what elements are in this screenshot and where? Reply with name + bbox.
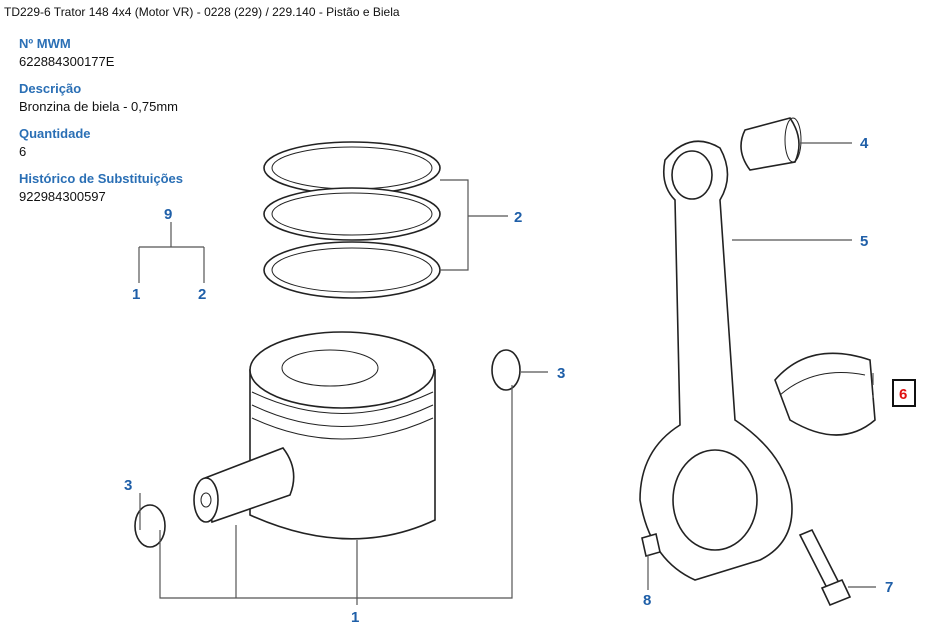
callout-2[interactable]: 2 [514, 209, 522, 226]
callout-8[interactable]: 8 [643, 592, 651, 609]
connecting-rod [639, 140, 793, 581]
description-label: Descrição [19, 81, 82, 96]
replacement-history-value: 922984300597 [19, 189, 106, 204]
small-end-bushing [740, 117, 802, 171]
callout-3-left[interactable]: 3 [124, 477, 132, 494]
callout-5[interactable]: 5 [860, 233, 868, 250]
part-number-label: Nº MWM [19, 36, 71, 51]
selected-callout-box [892, 379, 916, 407]
callout-9-sub-2[interactable]: 2 [198, 286, 206, 303]
circlip-right [491, 349, 521, 391]
breadcrumb: TD229-6 Trator 148 4x4 (Motor VR) - 0228… [4, 5, 400, 19]
dowel-pin [641, 532, 661, 558]
bearing-shell [774, 352, 876, 436]
piston [193, 331, 436, 540]
part-details: Nº MWM 622884300177E Descrição Bronzina … [19, 36, 183, 216]
part-number-value: 622884300177E [19, 54, 115, 69]
callout-4[interactable]: 4 [860, 135, 869, 152]
description-value: Bronzina de biela - 0,75mm [19, 99, 178, 114]
quantity-value: 6 [19, 144, 27, 159]
callout-6-selected[interactable]: 6 [899, 386, 907, 403]
piston-rings [263, 141, 441, 299]
replacement-history-label: Histórico de Substituições [19, 171, 183, 186]
callout-7[interactable]: 7 [885, 579, 893, 596]
circlip-left [134, 504, 166, 548]
callout-9[interactable]: 9 [164, 206, 172, 223]
callout-3-right[interactable]: 3 [557, 365, 565, 382]
legend-tree [138, 222, 205, 283]
bolt [798, 528, 852, 607]
quantity-label: Quantidade [19, 126, 91, 141]
callout-1[interactable]: 1 [351, 609, 359, 626]
callout-9-sub-1[interactable]: 1 [132, 286, 140, 303]
